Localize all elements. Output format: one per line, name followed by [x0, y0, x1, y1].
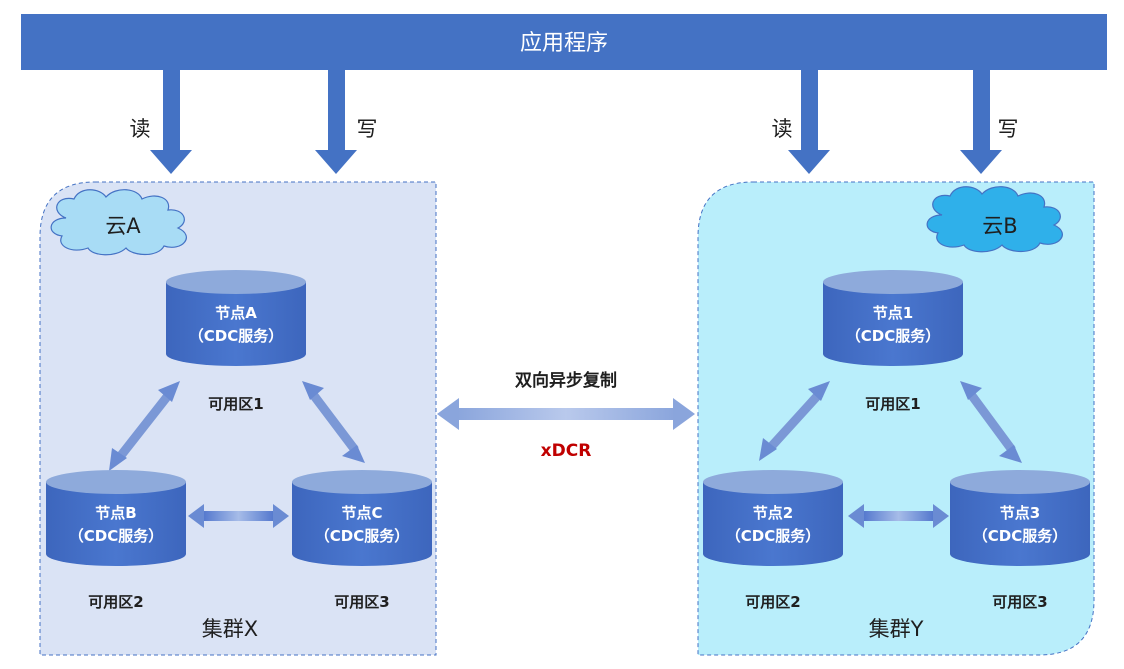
write-arrow-x [315, 70, 357, 174]
write-label-y: 写 [998, 117, 1019, 141]
replication-label: 双向异步复制 [515, 370, 617, 391]
node-c-service: （CDC服务） [315, 527, 409, 545]
application-label: 应用程序 [520, 31, 608, 56]
zone-label-1: 可用区1 [865, 395, 920, 413]
node-b: 节点B （CDC服务） [46, 470, 186, 566]
node-3: 节点3 （CDC服务） [950, 470, 1090, 566]
zone-label-3: 可用区3 [992, 593, 1047, 611]
application-bar: 应用程序 [21, 14, 1107, 70]
write-arrow-y [960, 70, 1002, 174]
zone-label-b: 可用区2 [88, 593, 143, 611]
node-a: 节点A （CDC服务） [166, 270, 306, 366]
read-arrow-y [788, 70, 830, 174]
read-label-y: 读 [772, 117, 793, 141]
zone-label-c: 可用区3 [334, 593, 389, 611]
cloud-a-icon: 云A [50, 189, 187, 256]
read-arrow-x [150, 70, 192, 174]
cloud-a-label: 云A [105, 214, 141, 238]
node-2-service: （CDC服务） [726, 527, 820, 545]
link-1-3 [960, 381, 1022, 463]
node-3-name: 节点3 [1000, 504, 1040, 522]
node-1-service: （CDC服务） [846, 327, 940, 345]
cloud-b-label: 云B [982, 214, 1017, 238]
replication-arrow [437, 398, 695, 430]
cluster-y-name: 集群Y [869, 617, 924, 641]
node-c: 节点C （CDC服务） [292, 470, 432, 566]
cloud-b-icon: 云B [926, 186, 1063, 253]
node-2: 节点2 （CDC服务） [703, 470, 843, 566]
read-label-x: 读 [130, 117, 151, 141]
link-a-c [302, 381, 365, 463]
write-label-x: 写 [357, 117, 378, 141]
node-a-name: 节点A [215, 304, 257, 322]
link-b-c [188, 504, 289, 528]
node-b-service: （CDC服务） [69, 527, 163, 545]
node-c-name: 节点C [341, 504, 382, 522]
node-1-name: 节点1 [873, 304, 913, 322]
node-1: 节点1 （CDC服务） [823, 270, 963, 366]
node-2-name: 节点2 [753, 504, 793, 522]
link-2-3 [848, 504, 949, 528]
cluster-y: 集群Y [697, 181, 1095, 656]
zone-label-a: 可用区1 [208, 395, 263, 413]
node-b-name: 节点B [95, 504, 136, 522]
replication-sublabel: xDCR [541, 441, 592, 461]
link-a-b [109, 381, 180, 471]
node-3-service: （CDC服务） [973, 527, 1067, 545]
cluster-x-name: 集群X [202, 617, 258, 641]
node-a-service: （CDC服务） [189, 327, 283, 345]
link-1-2 [759, 381, 830, 461]
zone-label-2: 可用区2 [745, 593, 800, 611]
